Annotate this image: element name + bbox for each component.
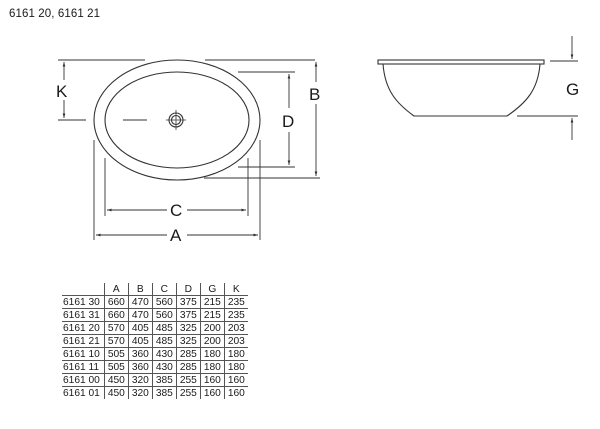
basin-rim-profile: [377, 59, 545, 65]
cell-a: 450: [103, 373, 129, 387]
model-number: 6161 31: [62, 308, 105, 322]
cell-k: 180: [223, 360, 248, 374]
cell-a: 505: [103, 347, 129, 361]
cell-d: 375: [175, 295, 201, 309]
cell-b: 320: [127, 386, 153, 399]
cell-g: 215: [199, 295, 225, 309]
cell-g: 160: [199, 373, 225, 387]
cell-c: 485: [151, 321, 177, 335]
side-view: [377, 36, 578, 140]
cell-g: 180: [199, 347, 225, 361]
cell-k: 180: [223, 347, 248, 361]
table-row: 6161 11 505 360 430 285 180 180: [62, 360, 248, 374]
table-row: 6161 31 660 470 560 375 215 235: [62, 308, 248, 322]
model-number: 6161 21: [62, 334, 105, 348]
table-row: 6161 20 570 405 485 325 200 203: [62, 321, 248, 335]
table-header-row: A B C D G K: [62, 283, 248, 296]
table-header-g: G: [199, 283, 225, 296]
table-row: 6161 01 450 320 385 255 160 160: [62, 386, 248, 399]
cell-d: 375: [175, 308, 201, 322]
cell-b: 470: [127, 308, 153, 322]
cell-c: 385: [151, 373, 177, 387]
cell-a: 505: [103, 360, 129, 374]
table-header-c: C: [151, 283, 177, 296]
table-row: 6161 10 505 360 430 285 180 180: [62, 347, 248, 361]
cell-c: 485: [151, 334, 177, 348]
basin-inner-bowl: [104, 71, 250, 169]
model-number: 6161 30: [62, 295, 105, 309]
model-number: 6161 10: [62, 347, 105, 361]
cell-d: 285: [175, 347, 201, 361]
cell-b: 405: [127, 334, 153, 348]
table-header-b: B: [127, 283, 153, 296]
cell-g: 200: [199, 334, 225, 348]
cell-a: 660: [103, 308, 129, 322]
cell-g: 215: [199, 308, 225, 322]
cell-g: 180: [199, 360, 225, 374]
cell-k: 235: [223, 295, 248, 309]
cell-c: 560: [151, 295, 177, 309]
cell-d: 325: [175, 334, 201, 348]
cell-a: 570: [103, 321, 129, 335]
model-number: 6161 00: [62, 373, 105, 387]
basin-outer-rim: [93, 59, 261, 181]
cell-c: 430: [151, 347, 177, 361]
cell-c: 560: [151, 308, 177, 322]
cell-d: 325: [175, 321, 201, 335]
table-row: 6161 30 660 470 560 375 215 235: [62, 295, 248, 309]
cell-b: 470: [127, 295, 153, 309]
cell-a: 450: [103, 386, 129, 399]
cell-a: 570: [103, 334, 129, 348]
table-header-a: A: [103, 283, 129, 296]
dimension-label-c: C: [170, 201, 182, 220]
dimension-label-k: K: [56, 82, 68, 101]
cell-k: 235: [223, 308, 248, 322]
cell-k: 203: [223, 334, 248, 348]
cell-k: 160: [223, 373, 248, 387]
table-header-model: [62, 283, 105, 296]
dimension-label-a: A: [170, 226, 182, 245]
cell-a: 660: [103, 295, 129, 309]
dimension-label-b: B: [309, 85, 320, 104]
table-row: 6161 00 450 320 385 255 160 160: [62, 373, 248, 387]
technical-drawing: K D B C A G: [56, 36, 579, 245]
model-number: 6161 11: [62, 360, 105, 374]
model-number: 6161 01: [63, 387, 100, 399]
cell-b: 405: [127, 321, 153, 335]
table-header-k: K: [223, 283, 248, 296]
cell-d: 255: [175, 373, 201, 387]
cell-b: 360: [127, 347, 153, 361]
basin-bowl-profile: [382, 63, 541, 117]
cell-d: 255: [175, 386, 201, 399]
cell-b: 360: [127, 360, 153, 374]
dimension-label-g: G: [566, 80, 579, 99]
cell-k: 203: [223, 321, 248, 335]
drawing-title: 6161 20, 6161 21: [9, 8, 101, 20]
dimensions-table: A B C D G K 6161 30 660 470 560 375 215 …: [62, 283, 248, 399]
cell-c: 385: [151, 386, 177, 399]
cell-k: 160: [223, 386, 248, 399]
top-view: [58, 59, 320, 240]
table-header-d: D: [175, 283, 201, 296]
cell-g: 200: [199, 321, 225, 335]
dimension-label-d: D: [282, 112, 294, 131]
drain-hole-icon: [166, 110, 186, 130]
cell-d: 285: [175, 360, 201, 374]
cell-b: 320: [127, 373, 153, 387]
table-row: 6161 21 570 405 485 325 200 203: [62, 334, 248, 348]
cell-g: 160: [199, 386, 225, 399]
model-number: 6161 20: [62, 321, 105, 335]
cell-c: 430: [151, 360, 177, 374]
